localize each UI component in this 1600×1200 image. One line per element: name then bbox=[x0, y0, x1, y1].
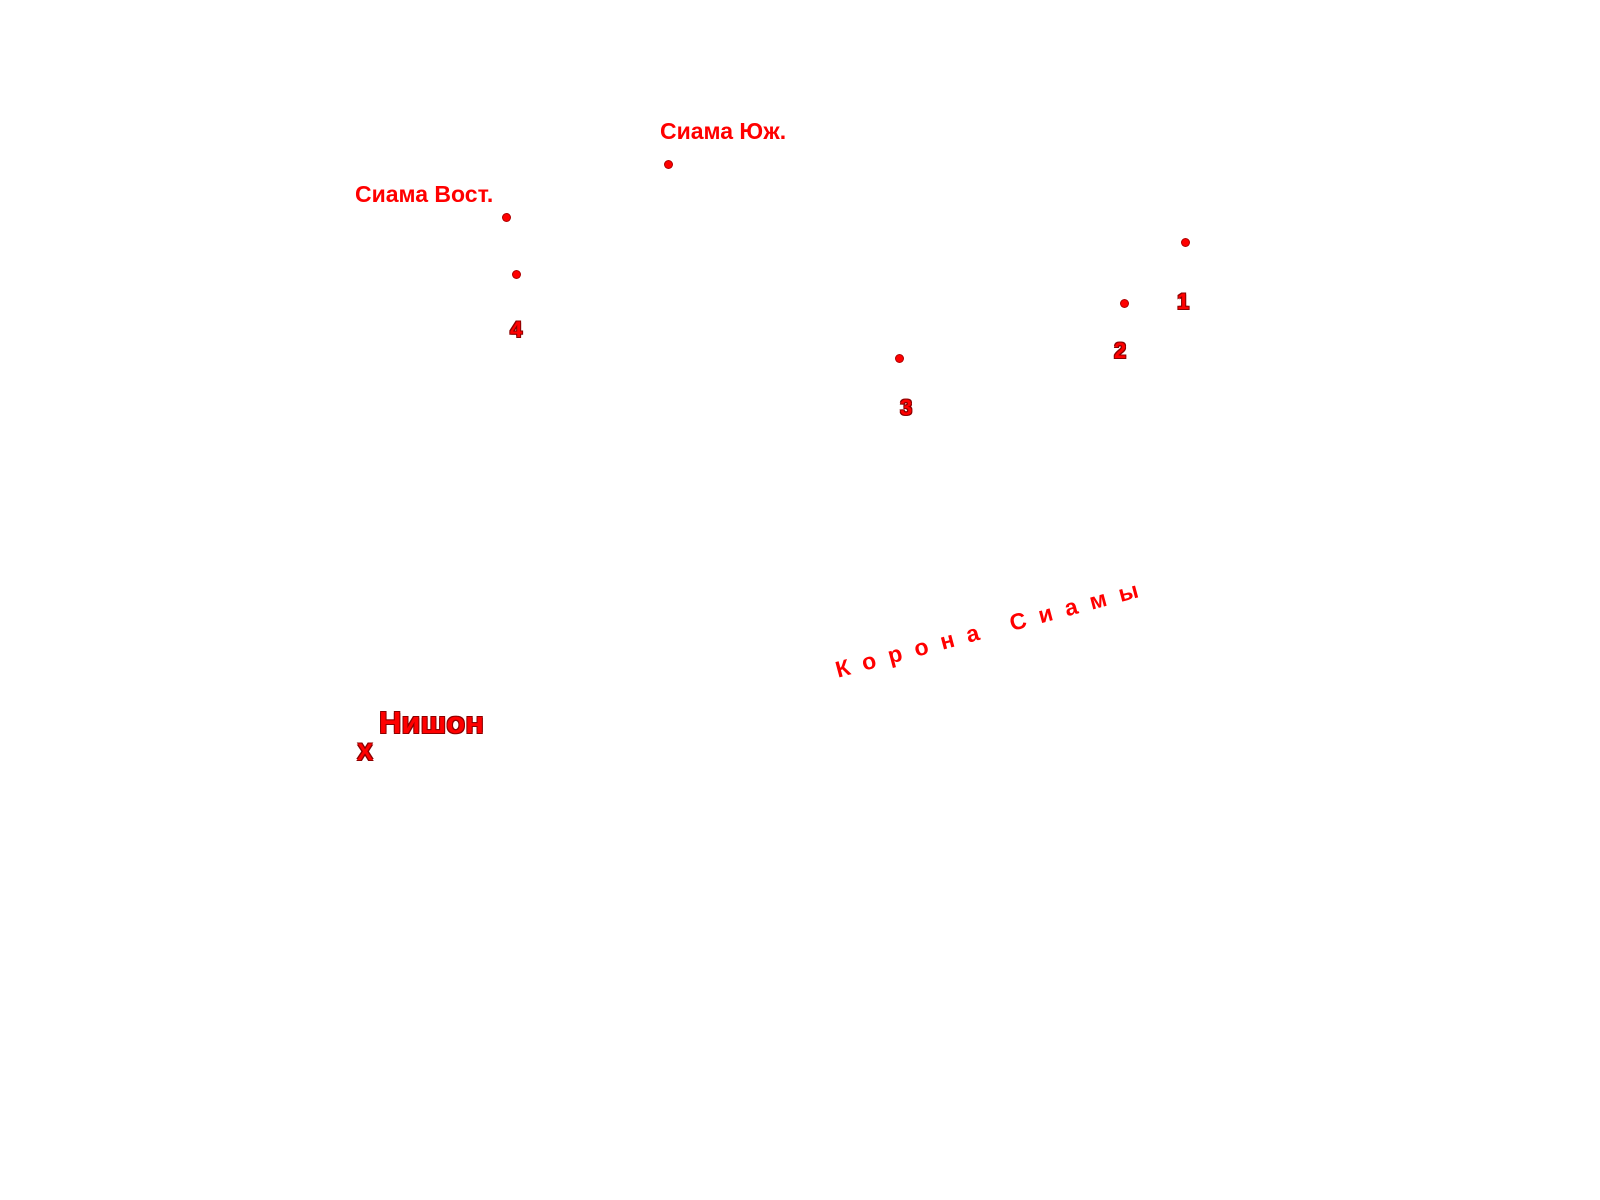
marker-dot-1 bbox=[1182, 239, 1189, 246]
marker-label-2: 2 bbox=[1114, 338, 1127, 363]
marker-dot-3 bbox=[896, 355, 903, 362]
region-label: Корона Сиамы bbox=[832, 573, 1154, 683]
place-dot-siama-south bbox=[665, 161, 672, 168]
marker-label-1: 1 bbox=[1177, 289, 1190, 314]
place-label-siama-south: Сиама Юж. bbox=[660, 118, 787, 144]
marker-label-4: 4 bbox=[510, 317, 523, 342]
place-label-siama-east: Сиама Вост. bbox=[355, 181, 494, 207]
marker-label-3: 3 bbox=[900, 395, 913, 420]
place-dot-siama-east bbox=[503, 214, 510, 221]
city-label: Нишон bbox=[379, 705, 484, 740]
marker-dot-2 bbox=[1121, 300, 1128, 307]
marker-dot-4 bbox=[513, 271, 520, 278]
city-marker-x: X bbox=[357, 739, 374, 766]
